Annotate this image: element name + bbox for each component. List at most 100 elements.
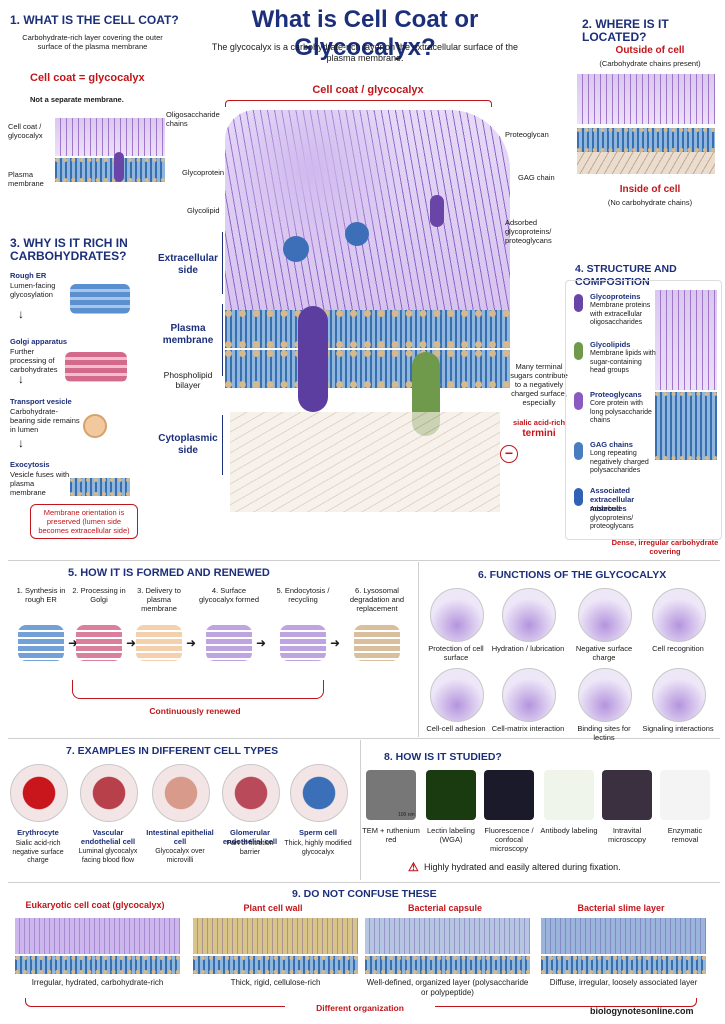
s9-item-coat [365, 918, 530, 954]
s7-cell-name: Sperm cell [299, 828, 337, 837]
divider-3 [8, 738, 720, 739]
s4-item-desc: Adsorbed glycoproteins/ proteoglycans [590, 506, 634, 530]
s9-item-coat [193, 918, 358, 954]
s8-method-label: Intravital microscopy [608, 826, 646, 844]
s9-item-membrane [541, 956, 706, 974]
s3-golgi-desc: Further processing of carbohydrates [10, 347, 58, 374]
s6-function-label: Hydration / lubrication [491, 644, 565, 653]
s6-function-icon [430, 668, 484, 722]
label-gag: GAG chain [518, 173, 555, 182]
s8-scale-bar: 100 nm [398, 812, 415, 818]
label-glycoprotein: Glycoprotein [182, 168, 225, 177]
s6-title: 6. FUNCTIONS OF THE GLYCOCALYX [478, 569, 667, 581]
label-glycolipid: Glycolipid [187, 206, 220, 215]
main-membrane-inner [225, 350, 510, 388]
main-membrane-outer [225, 310, 510, 348]
s3-arrow-2: ↓ [18, 372, 24, 386]
s5-step-label: 2. Processing in Golgi [72, 586, 126, 604]
s4-dense: Dense, irregular carbohydrate covering [611, 538, 719, 556]
s9-item-desc: Well-defined, organized layer (polysacch… [366, 978, 529, 997]
s8-method-image [484, 770, 534, 820]
s6-function-icon [652, 588, 706, 642]
s4-illustration-membrane [655, 392, 717, 460]
s7-cell-name: Glomerular endothelial cell [222, 828, 278, 846]
s8-method-label: Antibody labeling [540, 826, 598, 835]
s9-item-name: Plant cell wall [243, 903, 303, 913]
s3-vesicle-desc: Carbohydrate-bearing side remains in lum… [10, 407, 80, 434]
s5-step-label: 3. Delivery to plasma membrane [137, 586, 181, 613]
s5-step-icon [280, 625, 326, 661]
bracket-extracellular [222, 232, 227, 294]
main-cytoplasm [230, 412, 500, 512]
page-subtitle: The glycocalyx is a carbohydrate-rich la… [211, 42, 519, 63]
s5-arrow: ➜ [68, 636, 79, 650]
s7-cell-image [222, 764, 280, 822]
s3-title: 3. WHY IS IT RICH IN CARBOHYDRATES? [10, 236, 128, 263]
s6-function-icon [502, 588, 556, 642]
s5-step-icon [354, 625, 400, 661]
s4-illustration-coat [655, 290, 717, 390]
s1-title: 1. WHAT IS THE CELL COAT? [10, 13, 179, 27]
s9-item-coat [15, 918, 180, 954]
main-glycoprotein-blue-2 [345, 222, 369, 246]
s3-arrow-1: ↓ [18, 307, 24, 321]
label-extracellular: Extracellular side [157, 253, 219, 276]
s5-renew: Continuously renewed [149, 706, 241, 716]
s7-cell-desc: Glycocalyx over microvilli [155, 848, 205, 864]
s2-inside: Inside of cell [619, 184, 681, 195]
s9-item-coat [541, 918, 706, 954]
s8-warning: Highly hydrated and easily altered durin… [424, 862, 621, 872]
s4-item-desc: Membrane lipids with sugar-containing he… [590, 350, 656, 374]
s7-cell-name: Vascular endothelial cell [80, 828, 136, 846]
s3-rer: Rough ER [10, 271, 47, 280]
s1-desc: Carbohydrate-rich layer covering the out… [22, 33, 163, 51]
s7-title: 7. EXAMPLES IN DIFFERENT CELL TYPES [66, 745, 279, 757]
s2-outside: Outside of cell [615, 45, 685, 56]
s9-item-desc: Irregular, hydrated, carbohydrate-rich [31, 978, 164, 987]
s6-function-icon [502, 668, 556, 722]
s1-label-coat: Cell coat / glycocalyx [8, 122, 43, 140]
s6-function-icon [578, 668, 632, 722]
s4-item-icon [574, 392, 583, 410]
s9-title: 9. DO NOT CONFUSE THESE [292, 888, 437, 900]
s8-method-image [366, 770, 416, 820]
label-termini: termini [522, 428, 556, 439]
s9-item-desc: Diffuse, irregular, loosely associated l… [549, 978, 698, 987]
divider-5 [8, 882, 720, 883]
s5-step-icon [206, 625, 252, 661]
s5-step-icon [76, 625, 122, 661]
s2-soil [577, 152, 715, 174]
s3-golgi: Golgi apparatus [10, 337, 68, 346]
main-transmembrane-protein [298, 306, 328, 412]
s9-item-membrane [365, 956, 530, 974]
s9-item-membrane [15, 956, 180, 974]
s4-item-name: Glycoproteins [590, 292, 641, 301]
label-cytoplasmic: Cytoplasmic side [158, 433, 218, 456]
s4-item-name: Associated extracellular molecules [590, 486, 635, 513]
s7-cell-image [152, 764, 210, 822]
page-title: What is Cell Coat or Glycocalyx? [251, 6, 479, 61]
s6-function-label: Protection of cell surface [428, 644, 484, 662]
s5-step-icon [136, 625, 182, 661]
s7-cell-desc: Thick, highly modified glycocalyx [284, 840, 352, 856]
s4-panel [565, 280, 722, 540]
s6-function-label: Cell-cell adhesion [426, 724, 486, 733]
s4-item-icon [574, 442, 583, 460]
s8-method-image [602, 770, 652, 820]
s6-function-label: Cell recognition [652, 644, 704, 653]
s7-cell-name: Erythrocyte [17, 828, 59, 837]
s9-diff: Different organization [285, 1003, 435, 1013]
footer-url: biologynotesonline.com [590, 1006, 694, 1016]
s7-cell-image [80, 764, 138, 822]
s6-function-label: Binding sites for lectins [577, 724, 631, 742]
main-bracket [225, 100, 492, 107]
s6-function-icon [652, 668, 706, 722]
s8-method-image [660, 770, 710, 820]
s4-item-desc: Long repeating negatively charged polysa… [590, 450, 649, 474]
s6-function-icon [430, 588, 484, 642]
s5-step-label: 6. Lysosomal degradation and replacement [349, 586, 405, 613]
s5-arrow: ➜ [330, 636, 341, 650]
s3-arrow-3: ↓ [18, 436, 24, 450]
s8-method-image [544, 770, 594, 820]
s2-inside-sub: (No carbohydrate chains) [607, 198, 693, 207]
